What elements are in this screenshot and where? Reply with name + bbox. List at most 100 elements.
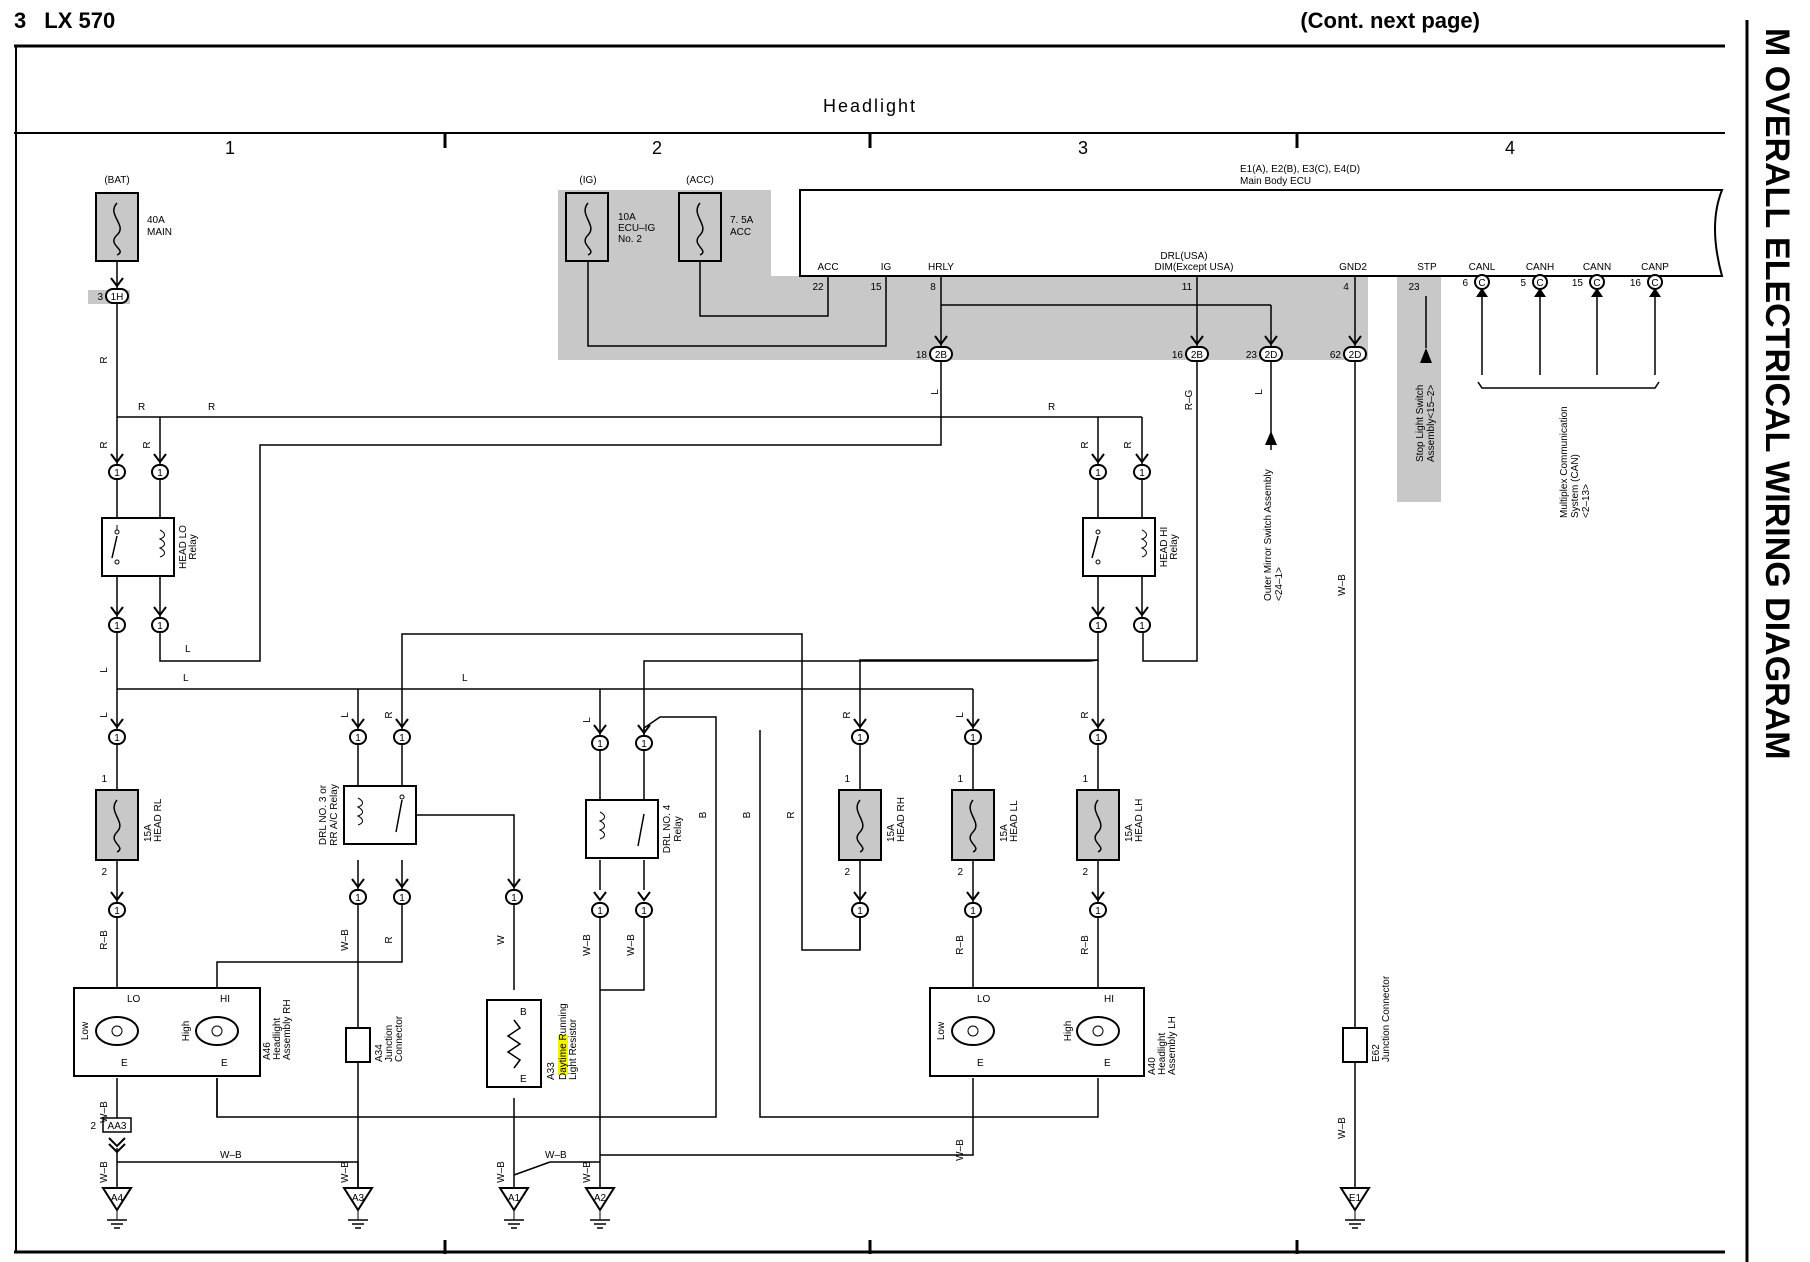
connector-6: 1 [151, 453, 169, 480]
ground-A2: A2 [584, 1187, 616, 1229]
fuse-rating: 15A [886, 824, 897, 842]
ground-label: A2 [594, 1193, 607, 1204]
connector-label: 2D [1349, 350, 1362, 361]
wire-label-31: R–B [955, 935, 966, 955]
wire-label-23: W–B [340, 929, 351, 951]
a40-name: Headlight [1157, 1033, 1168, 1075]
can-conn-c-1: C [1478, 278, 1485, 289]
wire-label-15: L [99, 712, 110, 718]
connector-label: 1 [511, 893, 517, 904]
a34-junction: A34 Junction Connector [345, 1015, 405, 1063]
can-conn-c-3: C [1593, 278, 1600, 289]
wire-label-35: W–B [220, 1150, 242, 1161]
ground-A1: A1 [498, 1187, 530, 1229]
ecu-pin-dim: DIM(Except USA) [1155, 262, 1234, 273]
a46-code: A46 [262, 1042, 273, 1060]
column-3: 3 [1078, 138, 1088, 158]
wire-label-11: L [185, 644, 191, 655]
ground-E1: E1 [1339, 1187, 1371, 1229]
lamp-rh-high: High [181, 1021, 192, 1042]
connector-16: 1 [591, 724, 609, 751]
connector-8: 1 [1133, 453, 1151, 480]
page-header: 3 LX 570 [14, 8, 133, 34]
wire-label-32: R–B [1080, 935, 1091, 955]
ground-A4: A4 [101, 1187, 133, 1229]
ref-can-2: System (CAN) [1570, 454, 1581, 518]
wire-label-29: B [742, 811, 753, 818]
lamp-lh-e1: E [977, 1058, 984, 1069]
fuse-ecu-ig-source: (IG) [579, 175, 596, 186]
connector-13: 1 [108, 718, 126, 745]
can-num-15: 15 [1572, 278, 1584, 289]
wire-label-38: W–B [545, 1150, 567, 1161]
ref-stop-light-2: Assembly<15–2> [1426, 385, 1437, 462]
wire-label-24: R [384, 936, 395, 943]
a33-name-highlight: Daytime [558, 1043, 569, 1080]
ecu-pin-canl: CANL [1469, 262, 1496, 273]
a33-name-rest: Running [558, 1003, 569, 1043]
connector-14: 1 [349, 718, 367, 745]
drl4-relay: DRL NO. 4 Relay [585, 799, 684, 859]
connector-26: 1 [635, 891, 653, 918]
fuse-acc: (ACC) 7. 5A ACC [678, 175, 754, 262]
continuation-note: (Cont. next page) [1300, 8, 1480, 33]
ecu-pin-ig: IG [881, 262, 892, 273]
ecu-pin-drl: DRL(USA) [1160, 251, 1207, 262]
section-title: Headlight [823, 96, 917, 116]
connector-label: 2B [1191, 350, 1204, 361]
fuse-pin-1: 1 [1082, 774, 1088, 785]
connector-label: 1 [399, 733, 405, 744]
wire-label-9: R–G [1184, 389, 1195, 410]
column-1: 1 [225, 138, 235, 158]
wire-label-19: R [842, 711, 853, 718]
ecu-pin-canp: CANP [1641, 262, 1669, 273]
connector-label: 1 [641, 739, 647, 750]
a33-resistor: B E A33 Daytime Running Light Resistor [486, 999, 579, 1088]
connector-11: 1 [1089, 606, 1107, 633]
wire-label-34: W–B [99, 1161, 110, 1183]
fuse-ecu-ig-name2: No. 2 [618, 234, 642, 245]
wire-label-6: R [1080, 441, 1091, 448]
lamp-rh-lo: LO [127, 994, 141, 1005]
fuse-pin-1: 1 [101, 774, 107, 785]
wires [116, 255, 1660, 1188]
connector-10: 1 [151, 606, 169, 633]
ref-can-1: Multiplex Communication [1559, 406, 1570, 518]
ecu-pin-num-15: 15 [870, 282, 882, 293]
relay-drl4-name: DRL NO. 4 [662, 804, 673, 853]
ground-label: A4 [111, 1193, 124, 1204]
ecu-pin-gnd2: GND2 [1339, 262, 1367, 273]
side-title: M OVERALL ELECTRICAL WIRING DIAGRAM [1758, 28, 1796, 760]
can-pins [1474, 274, 1663, 290]
connector-label: 1 [355, 893, 361, 904]
connector-label: 1 [1095, 733, 1101, 744]
can-conn-c-4: C [1651, 278, 1658, 289]
wire-label-36: W–B [340, 1161, 351, 1183]
fuse-pin-1: 1 [957, 774, 963, 785]
wire-label-4: R [99, 441, 110, 448]
connector-label: 1 [1095, 906, 1101, 917]
ground-label: A1 [508, 1193, 521, 1204]
connector-label: 1 [157, 468, 163, 479]
connector-23: 1 [393, 878, 411, 905]
lamp-rh-e1: E [121, 1058, 128, 1069]
model-name: LX 570 [44, 8, 116, 33]
ecu-pin-hrly: HRLY [928, 262, 954, 273]
connector-label: 1 [597, 906, 603, 917]
relay-head-lo-name: HEAD LO [178, 525, 189, 569]
connector-9: 1 [108, 606, 126, 633]
wire-label-18: L [582, 717, 593, 723]
page-number: 3 [14, 8, 27, 33]
ground-label: A3 [352, 1193, 365, 1204]
connector-label: 1 [970, 733, 976, 744]
a33-b: B [520, 1007, 527, 1018]
wire-label-39: W–B [582, 1161, 593, 1183]
reference-labels: Outer Mirror Switch Assembly <24–1> Stop… [1263, 385, 1592, 601]
relay-drl4-name2: Relay [673, 816, 684, 842]
aa3-connector: AA3 2 [90, 1117, 132, 1154]
